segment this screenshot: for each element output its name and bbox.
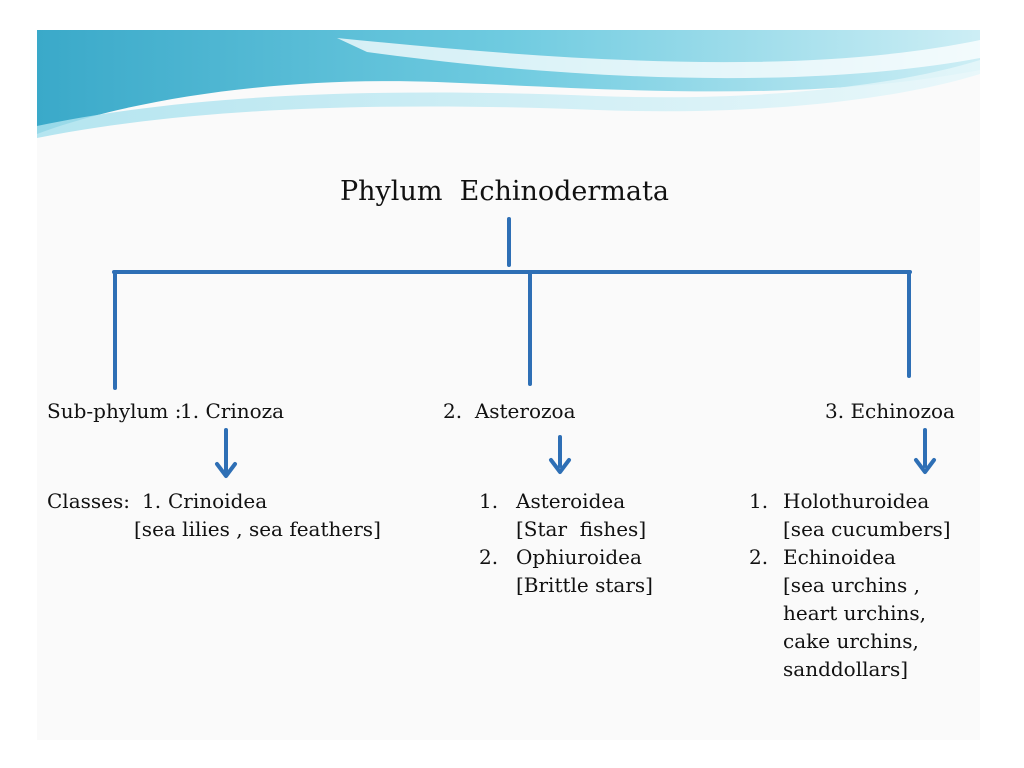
class-common-names: sanddollars] — [783, 657, 909, 681]
wave-band-main — [37, 30, 980, 134]
tree-connectors — [112, 217, 936, 478]
class-name: Asteroidea — [516, 489, 626, 513]
title-name: Echinodermata — [459, 176, 669, 207]
arrow-head-crinoza — [215, 462, 237, 478]
class-common-names: [sea cucumbers] — [783, 517, 951, 541]
diagram-title: Phylum Echinodermata — [340, 175, 669, 209]
arrow-head-echinozoa — [914, 458, 936, 474]
header-wave-banner — [37, 30, 980, 138]
subphylum-name: Echinozoa — [850, 399, 955, 423]
subphylum-asterozoa: 2. Asterozoa — [443, 397, 576, 425]
class-name: Ophiuroidea — [516, 545, 642, 569]
class-common-names: heart urchins, — [783, 601, 927, 625]
class-number: 1. — [142, 489, 162, 513]
arrow-head-asterozoa — [549, 458, 571, 474]
class-number: 1. — [479, 489, 499, 513]
slide: Phylum Echinodermata Sub-phylum : 1. Cri… — [37, 30, 980, 740]
class-name: Holothuroidea — [783, 489, 930, 513]
class-common-names: [Star fishes] — [516, 517, 647, 541]
class-common-names: cake urchins, — [783, 629, 919, 653]
class-name: Crinoidea — [168, 489, 268, 513]
subphylum-number: 1. — [180, 399, 200, 423]
class-number: 2. — [479, 545, 499, 569]
subphylum-number: 2. — [443, 399, 463, 423]
subphylum-crinoza: 1. Crinoza — [180, 397, 284, 425]
classes-label: Classes: — [47, 489, 130, 513]
wave-band-light — [37, 60, 980, 138]
subphylum-label: Sub-phylum : — [47, 399, 182, 423]
subphylum-number: 3. — [825, 399, 845, 423]
subphylum-name: Asterozoa — [474, 399, 576, 423]
title-prefix: Phylum — [340, 176, 443, 207]
class-name: Echinoidea — [783, 545, 896, 569]
wave-highlight — [337, 38, 980, 79]
subphylum-name: Crinoza — [205, 399, 285, 423]
class-common-names: [sea lilies , sea feathers] — [134, 517, 381, 541]
class-number: 2. — [749, 545, 769, 569]
class-common-names: [sea urchins , — [783, 573, 920, 597]
class-common-names: [Brittle stars] — [516, 573, 653, 597]
class-number: 1. — [749, 489, 769, 513]
subphylum-echinozoa: 3. Echinozoa — [825, 397, 955, 425]
